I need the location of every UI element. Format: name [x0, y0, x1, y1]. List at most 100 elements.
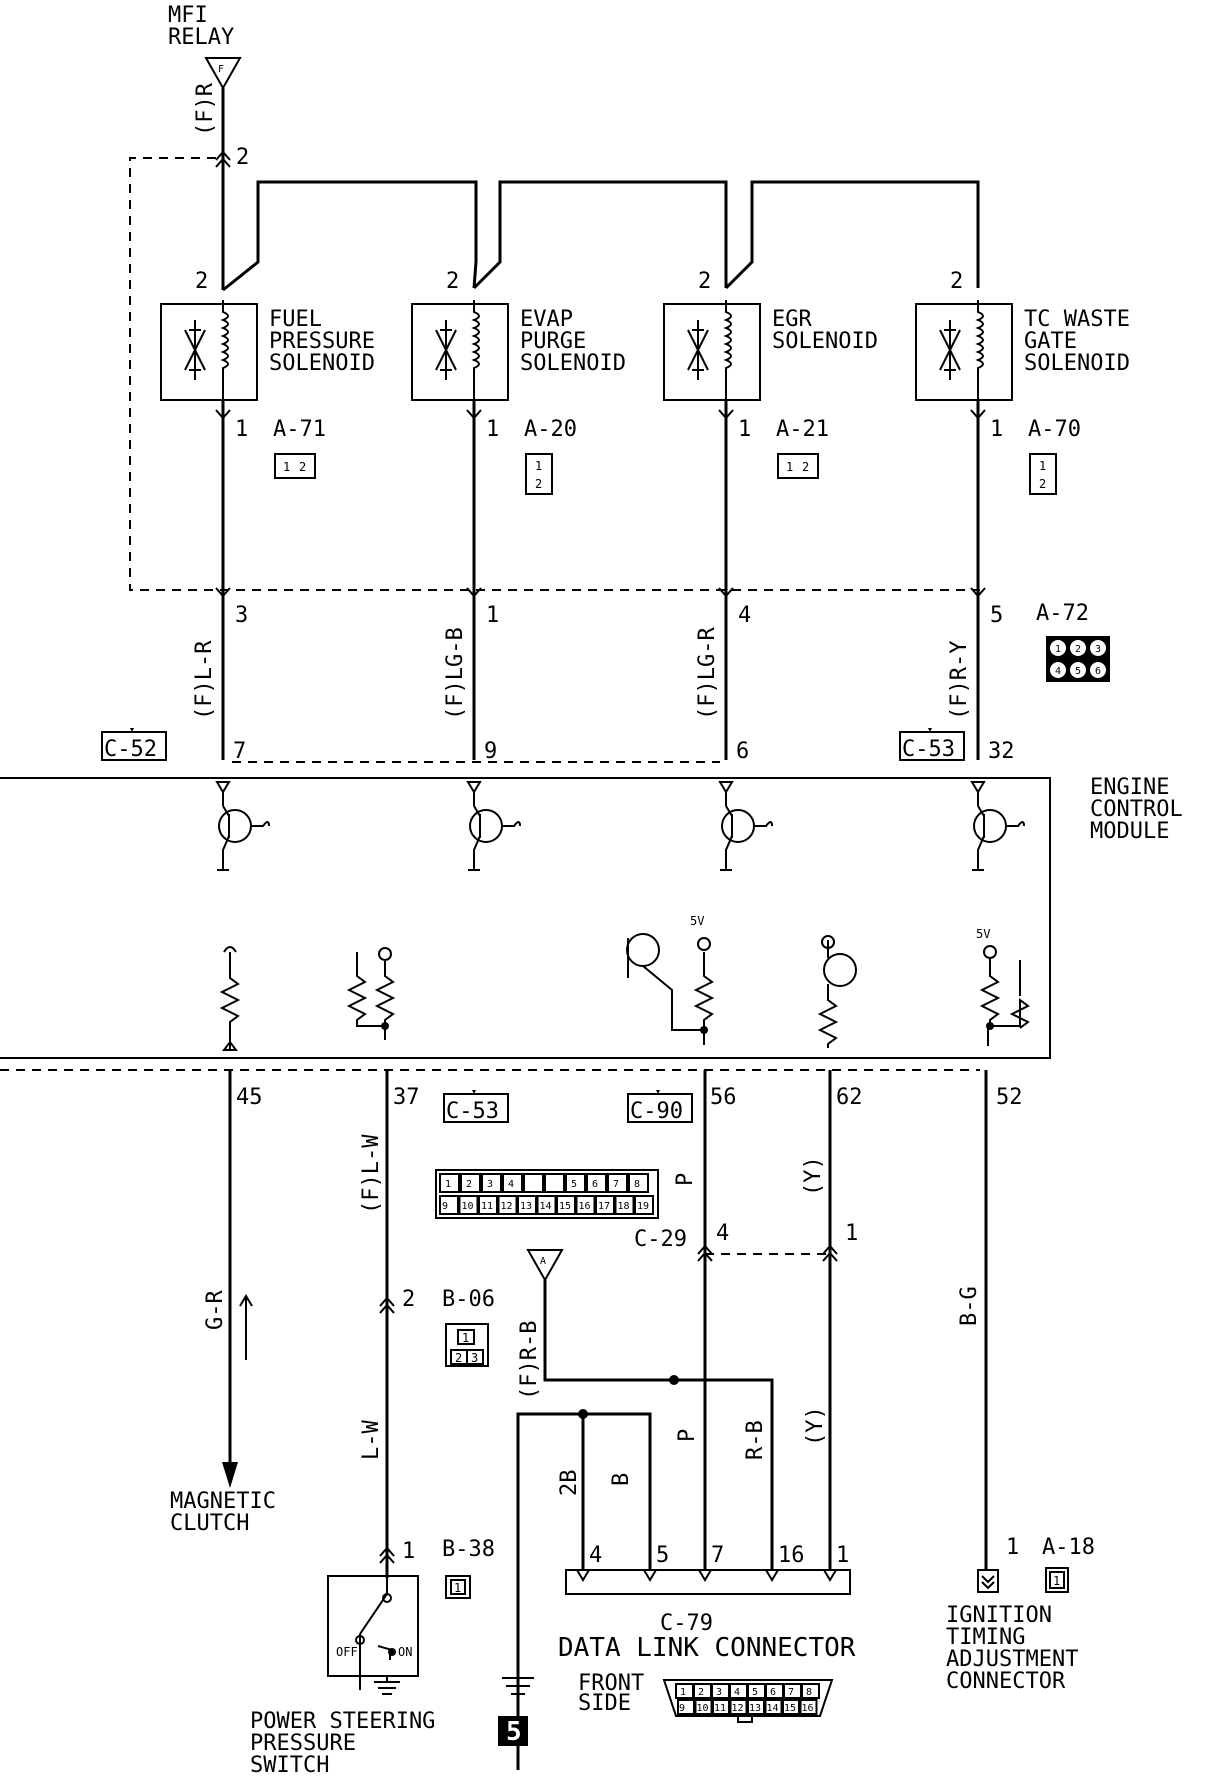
dlc-side-label: SIDE: [578, 1691, 631, 1716]
solenoid-name-line: SOLENOID: [520, 351, 626, 376]
b06-pin: 2: [402, 1287, 415, 1312]
c29-pin1: 1: [845, 1221, 858, 1246]
solenoid-box: [160, 303, 258, 401]
c29-pin: 7: [613, 1179, 619, 1190]
supply-37: [378, 947, 392, 961]
wire-gr-label: G-R: [203, 1290, 228, 1330]
c29-pin: 6: [592, 1179, 598, 1190]
a18-name-2: TIMING: [946, 1625, 1025, 1650]
c53-tag-lower: C-53: [443, 1090, 509, 1124]
ecm-pin: 9: [484, 739, 497, 764]
dlc-face-pin: 15: [784, 1703, 796, 1714]
relay-tag: F: [218, 64, 224, 75]
output-driver-transistor-3: [718, 781, 773, 871]
a18-connector: 1 A-18 1 IGNITION TIMING ADJUSTMENT CONN…: [946, 1535, 1095, 1694]
dlc-face-pin: 6: [770, 1687, 776, 1698]
wire-2b-label: 2B: [557, 1470, 582, 1497]
ecm-label-2: CONTROL: [1090, 797, 1183, 822]
c29-pin: 5: [571, 1179, 577, 1190]
solenoid-pin-bottom: 1: [235, 417, 248, 442]
b38-connector-icon: 1: [445, 1575, 471, 1599]
input-transistor-56: [626, 933, 660, 967]
a72-pin-face: 4: [1055, 666, 1061, 677]
v5-label-56: 5V: [690, 914, 704, 928]
a18-name-1: IGNITION: [946, 1603, 1052, 1628]
resistor-45: [219, 952, 241, 1050]
solenoid-connector-label: A-70: [1028, 417, 1081, 442]
connector-icon: [525, 453, 553, 495]
c29-pin: 16: [579, 1201, 591, 1212]
dlc-face-pin: 5: [752, 1687, 758, 1698]
dlc-face-pin: 12: [732, 1703, 744, 1714]
c29-pin: 4: [508, 1179, 514, 1190]
solenoid-box: [663, 303, 761, 401]
c29-pin: 12: [501, 1201, 513, 1212]
wire-bg-label: B-G: [957, 1286, 982, 1326]
solenoid-name-line: SOLENOID: [269, 351, 375, 376]
relay-pin: 2: [236, 145, 249, 170]
dlc-face-pin: 13: [749, 1703, 761, 1714]
current-arrow: [239, 1294, 253, 1360]
ecm-pin: 32: [988, 739, 1015, 764]
dlc-face-pin: 16: [802, 1703, 814, 1714]
solenoid-box: [411, 303, 509, 401]
c52-label: C-52: [104, 737, 157, 762]
a18-name-4: CONNECTOR: [946, 1669, 1066, 1694]
c29-pin: 10: [462, 1201, 474, 1212]
a18-terminal: [977, 1569, 999, 1593]
dlc-front-view: [662, 1679, 834, 1717]
valve-icon: [687, 320, 709, 380]
dlc-face-pin: 8: [806, 1687, 812, 1698]
ecm-label-3: MODULE: [1090, 819, 1169, 844]
dlc-pin-label: 5: [656, 1543, 669, 1568]
dlc-face-pin: 10: [697, 1703, 709, 1714]
svg-text:2: 2: [455, 1351, 462, 1365]
svg-text:2: 2: [535, 477, 542, 491]
a18-label: A-18: [1042, 1535, 1095, 1560]
ps-switch: OFF ON POWER STEERING PRESSURE SWITCH: [250, 1575, 435, 1778]
ps-switch-label-3: SWITCH: [250, 1753, 329, 1778]
c29-pin: 18: [618, 1201, 630, 1212]
a18-connector-icon: [1045, 1567, 1069, 1593]
coil-icon: [471, 300, 480, 404]
b06-mark: [379, 1296, 395, 1314]
relay-wire-color: (F)R: [193, 82, 218, 136]
a72-pin: 3: [235, 603, 248, 628]
b38-mark: [379, 1546, 395, 1564]
dlc-face-pin: 7: [788, 1687, 794, 1698]
svg-text:2: 2: [802, 460, 809, 474]
solenoid-pin-top: 2: [950, 269, 963, 294]
solenoid-pin-bottom: 1: [990, 417, 1003, 442]
solenoid-wire-color: (F)R-Y: [947, 641, 972, 720]
dlc-connector-bar: [565, 1569, 851, 1595]
clutch-label-2: CLUTCH: [170, 1511, 249, 1536]
wire-y-label-lower: (Y): [803, 1406, 828, 1446]
relay-label-2: RELAY: [168, 25, 234, 50]
page-badge-box: [498, 1716, 528, 1746]
coil-icon: [220, 300, 229, 404]
dlc-face-pin: 9: [679, 1703, 685, 1714]
wire-rb: [543, 1280, 774, 1570]
solenoid-connector-label: A-71: [273, 417, 326, 442]
mfi-relay: MFI RELAY F (F)R 2: [168, 3, 249, 170]
relay-connector-mark: [215, 150, 231, 168]
svg-text:2: 2: [1039, 477, 1046, 491]
solenoid-name-line: SOLENOID: [772, 329, 878, 354]
v5-label-52: 5V: [976, 927, 990, 941]
circuit-56: [627, 938, 715, 1045]
dlc-face-pin: 2: [698, 1687, 704, 1698]
c29-pin: 17: [598, 1201, 610, 1212]
a18-pin-face: 1: [1053, 1574, 1060, 1588]
c29-pin: 14: [540, 1201, 552, 1212]
a-tag: A: [540, 1256, 546, 1267]
solenoid-name-line: FUEL: [269, 307, 322, 332]
c29-pin: 11: [481, 1201, 493, 1212]
c29-pin: 13: [520, 1201, 532, 1212]
valve-icon: [939, 320, 961, 380]
wire-flw-label: (F)L-W: [359, 1134, 384, 1214]
